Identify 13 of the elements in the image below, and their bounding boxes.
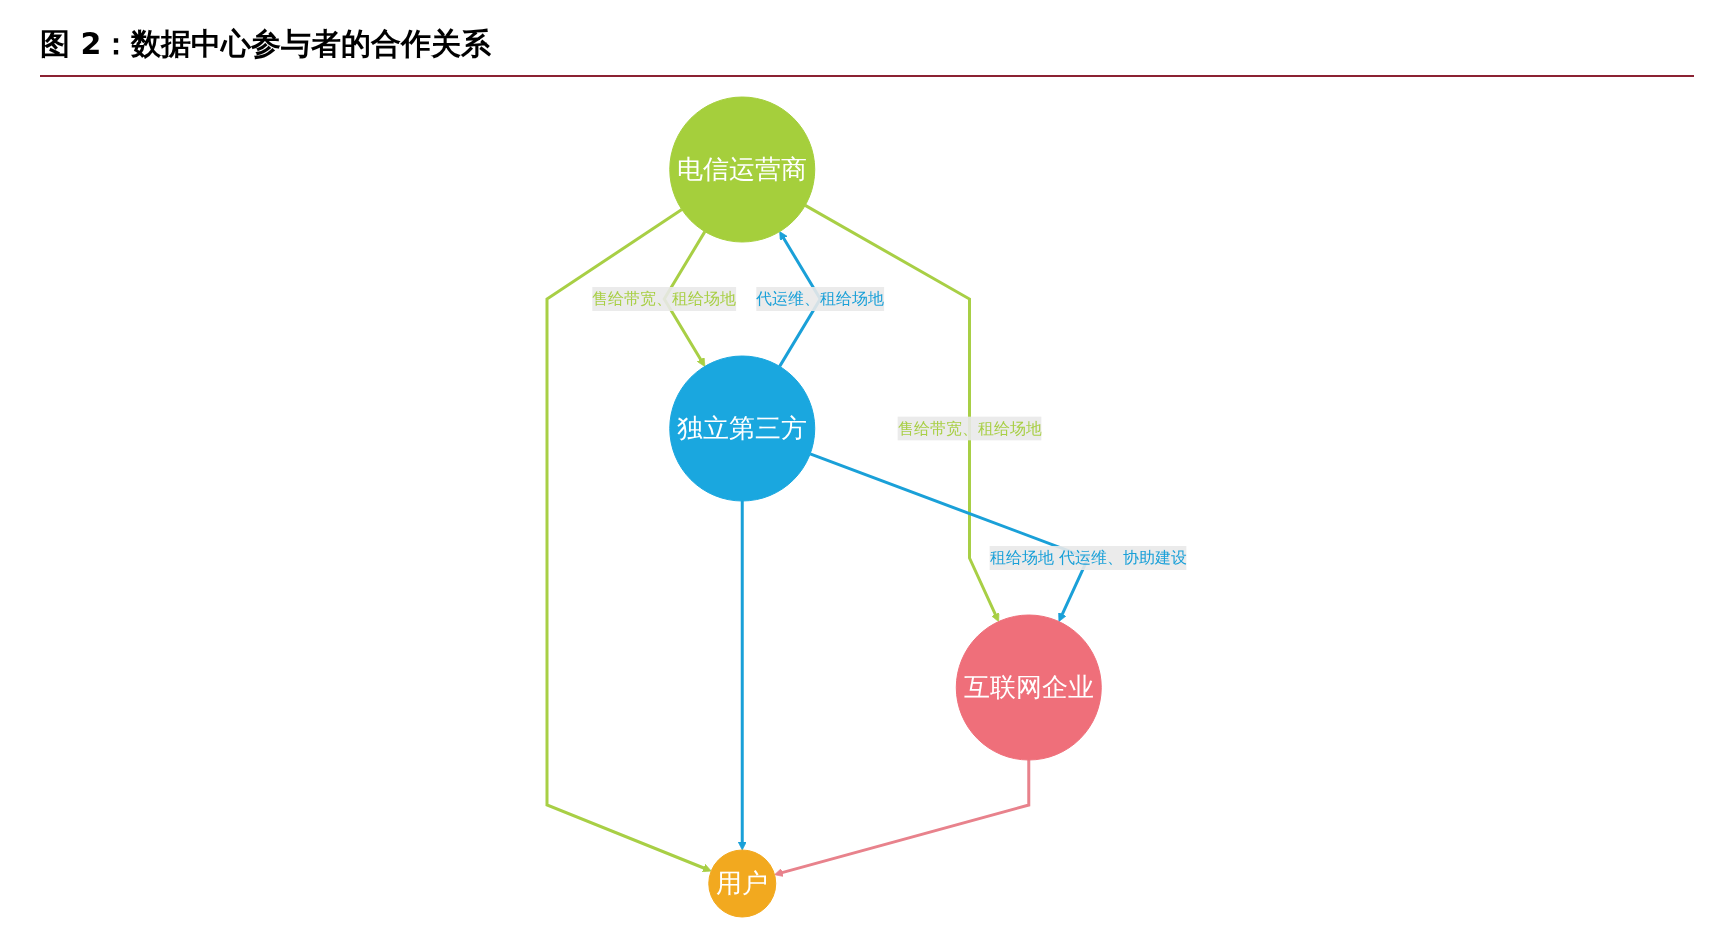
arrow (545, 208, 712, 873)
figure-title: 图 2：数据中心参与者的合作关系 (40, 24, 1694, 77)
arrow (774, 760, 1031, 877)
node-circle: 独立第三方 (669, 355, 816, 502)
arrow (738, 501, 747, 851)
edge-label: 租给场地 代运维、协助建设 (989, 548, 1187, 567)
edge-label: 售给带宽、租给场地 (592, 289, 737, 308)
edge-label: 代运维、租给场地 (756, 289, 885, 308)
node-circle: 互联网企业 (956, 614, 1102, 761)
arrow (804, 204, 1000, 622)
node-circle: 电信运营商 (669, 96, 816, 243)
edge-label: 售给带宽、租给场地 (897, 418, 1042, 438)
node-circle: 用户 (708, 849, 777, 918)
